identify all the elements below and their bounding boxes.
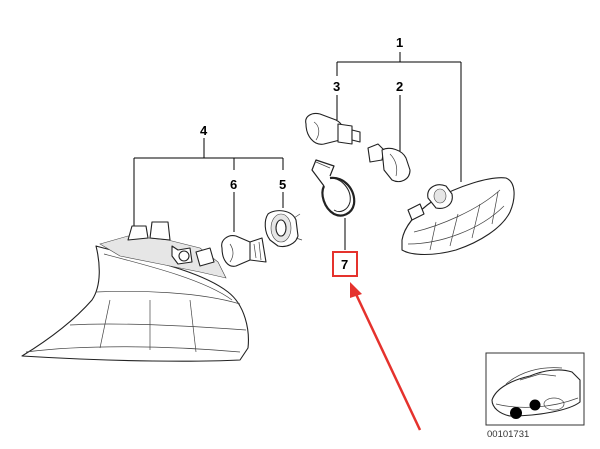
- red-arrow: [350, 282, 422, 431]
- highlight-box: [332, 251, 358, 277]
- clip-ring-7: [311, 159, 356, 217]
- callout-2: 2: [396, 79, 403, 94]
- bulb-socket-5: [264, 210, 303, 248]
- callout-6: 6: [230, 177, 237, 192]
- callout-1: 1: [396, 35, 403, 50]
- car-location-icon: [485, 352, 585, 426]
- reference-number: 00101731: [487, 429, 529, 440]
- side-marker-light-1: [401, 177, 515, 256]
- callout-3: 3: [333, 79, 340, 94]
- location-dot-front: [510, 407, 522, 419]
- corner-light-assembly: [21, 221, 249, 362]
- callout-5: 5: [279, 177, 286, 192]
- callout-4: 4: [200, 123, 208, 138]
- bulb-2: [367, 143, 411, 183]
- leader-1: [337, 52, 462, 182]
- location-dot-side: [529, 399, 541, 411]
- callout-7: 7: [341, 257, 348, 272]
- bulb-3: [305, 112, 361, 145]
- bulb-6: [221, 235, 267, 267]
- leader-4: [133, 138, 284, 238]
